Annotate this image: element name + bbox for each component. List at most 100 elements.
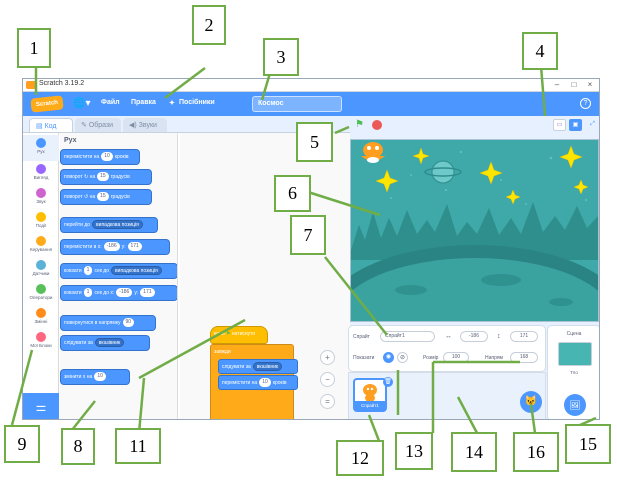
menu-tutorials[interactable]: Посібники [179,99,215,106]
category-label: Керування [29,247,53,252]
direction-label: Напрям [485,355,503,361]
callout-14: 14 [451,432,497,472]
category-events[interactable]: Події [23,209,59,235]
hide-eye-icon[interactable]: ⊘ [397,352,408,363]
small-stage-icon[interactable]: ▭ [553,119,566,131]
block-input[interactable]: 10 [94,372,106,382]
category-motion[interactable]: Рух [23,135,59,161]
scratch-window: Scratch 3.19.2 – □ × Scratch 🌐▾ Файл Пра… [22,78,600,420]
block-text: перейти до [64,222,91,228]
block-input[interactable]: 10 [101,152,113,162]
block-input[interactable]: 1 [83,266,93,276]
globe-icon[interactable]: 🌐▾ [73,98,91,109]
sprite-name-input[interactable]: Спрайт1 [380,331,435,342]
image-add-icon: 🖼 [569,400,581,410]
fullscreen-icon[interactable]: ⤢ [590,121,595,127]
block-input[interactable]: -186 [103,242,120,252]
tab-code[interactable]: ▤ Код [29,118,73,134]
normal-stage-icon[interactable]: ▣ [569,119,582,131]
lightbulb-icon: ✦ [169,100,175,107]
stage-panel-title: Сцена [566,331,582,337]
close-button[interactable]: × [587,80,593,89]
category-label: Вигляд [33,175,49,180]
tab-sounds[interactable]: ◀) Звуки [123,118,167,134]
block-input[interactable]: 171 [127,242,142,252]
category-label: Рух [37,149,45,154]
add-sprite-button[interactable]: 🐱 [520,391,542,413]
block-input[interactable]: 15 [97,172,109,182]
sprite-y-input[interactable]: 171 [510,331,538,342]
green-flag-icon[interactable]: ⚑ [355,119,364,130]
sprite-info-panel: Спрайт Спрайт1 ↔ -186 ↕ 171 Показати ◉ ⊘… [348,325,546,372]
sprite-x-input[interactable]: -186 [460,331,488,342]
block-text: перемістити на [64,154,100,160]
category-variables[interactable]: Змінні [23,305,59,331]
stage[interactable] [350,139,599,322]
project-title-input[interactable]: Космос [252,96,342,112]
category-operators[interactable]: Оператори [23,281,59,307]
block-when-flag-clicked[interactable]: коли ⚑ натиснуто [210,326,268,344]
block-input[interactable]: 90 [122,318,135,328]
sprite-thumbnail[interactable]: 🗑 Спрайт1 [353,377,393,412]
callout-11: 11 [115,428,161,464]
category-dot [36,138,46,148]
maximize-button[interactable]: □ [571,80,577,89]
block-dropdown[interactable]: вказівник [94,338,125,348]
backdrops-label: Тло [570,370,578,375]
category-looks[interactable]: Вигляд [23,161,59,187]
help-icon[interactable]: ? [580,98,591,109]
y-arrow-icon: ↕ [497,333,501,340]
block-input[interactable]: -186 [116,288,133,298]
block-input[interactable]: 10 [259,378,271,388]
stage-thumbnail[interactable] [558,342,592,366]
category-my-blocks[interactable]: Мої Блоки [23,329,59,355]
category-dot [36,332,46,342]
zoom-in-button[interactable]: + [320,350,335,365]
category-sensing[interactable]: Датчики [23,257,59,283]
block-dropdown[interactable]: випадкова позиція [111,266,162,276]
stage-target-panel[interactable]: Сцена Тло 🖼 [547,325,599,419]
add-backdrop-button[interactable]: 🖼 [564,394,586,416]
category-dot [36,236,46,246]
zoom-out-button[interactable]: − [320,372,335,387]
category-dot [36,308,46,318]
menu-file[interactable]: Файл [101,99,120,106]
callout-3: 3 [263,38,299,76]
stop-icon[interactable] [372,120,382,130]
add-extension-icon[interactable]: ⚌ [23,393,59,419]
scratch-logo[interactable]: Scratch [30,95,64,113]
tab-costumes[interactable]: ✎ Образи [75,118,121,134]
block-text: сек до [94,268,110,274]
trash-icon[interactable]: 🗑 [383,377,393,387]
menu-edit[interactable]: Правка [131,99,156,106]
block-input[interactable]: 15 [97,192,109,202]
block-dropdown[interactable]: вказівник [252,362,283,372]
callout-9: 9 [4,425,40,463]
category-control[interactable]: Керування [23,233,59,259]
block-text: перемістити на [222,380,258,386]
block-input[interactable]: 1 [83,288,93,298]
category-sound[interactable]: Звук [23,185,59,211]
minimize-button[interactable]: – [554,80,560,89]
block-input[interactable]: 171 [140,288,155,298]
zoom-reset-button[interactable]: = [320,394,335,409]
category-label: Змінні [34,319,48,324]
sprite-size-input[interactable]: 100 [443,352,469,363]
sprite-direction-input[interactable]: 168 [510,352,538,363]
block-dropdown[interactable]: випадкова позиція [92,220,143,230]
show-eye-icon[interactable]: ◉ [383,352,394,363]
